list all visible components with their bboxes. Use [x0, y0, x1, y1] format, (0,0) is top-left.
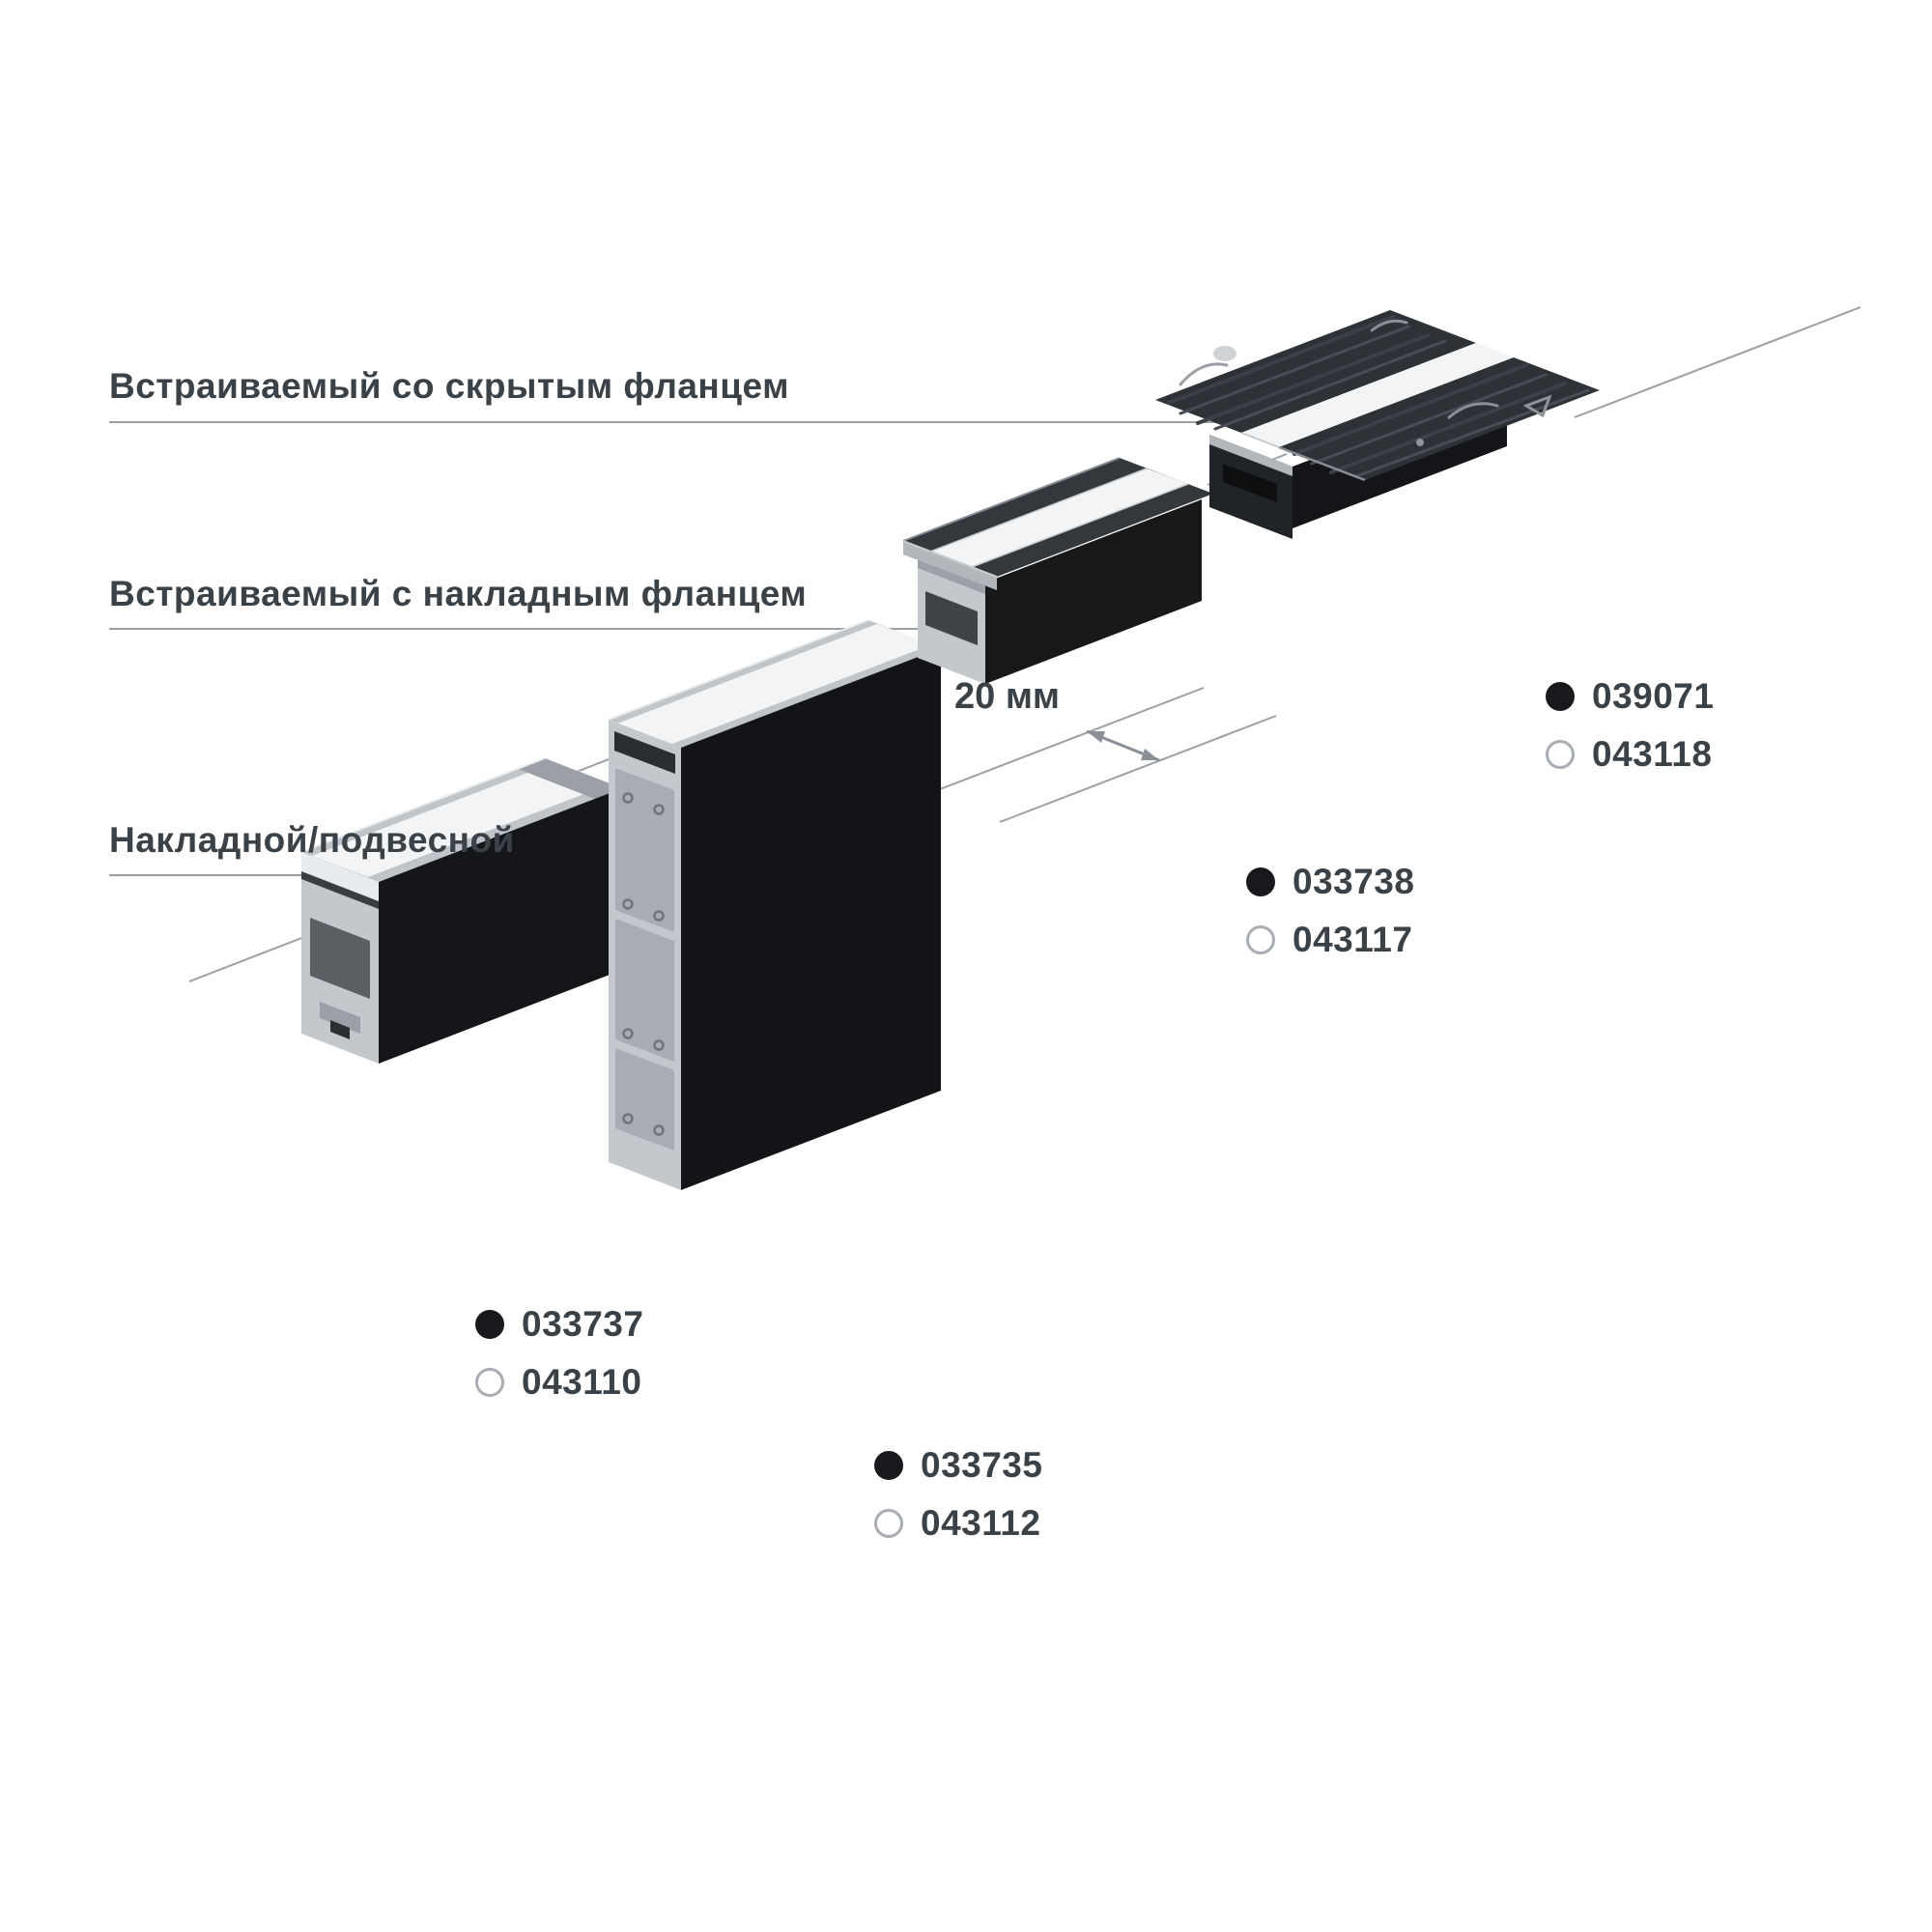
arrowhead-right-icon — [1141, 749, 1159, 760]
p1-mount-slot — [330, 1020, 350, 1039]
p1-edge-highlight — [300, 757, 546, 853]
article-row: 033737 — [475, 1304, 643, 1345]
white-variant-dot-icon — [874, 1509, 903, 1538]
p1-cavity — [310, 918, 370, 999]
p2-diffuser — [617, 624, 932, 744]
p1-end-cap — [518, 758, 622, 799]
article-row: 043118 — [1546, 734, 1714, 775]
dimension-arrow — [1086, 729, 1160, 762]
p3-flange-edge-highlight — [902, 457, 1121, 542]
article-code: 033735 — [921, 1445, 1043, 1485]
p2-screw-bosses — [622, 792, 665, 1136]
white-variant-dot-icon — [1546, 740, 1575, 769]
black-variant-dot-icon — [1546, 682, 1575, 711]
p1-body-side — [379, 788, 622, 1064]
p3-body-side — [985, 499, 1202, 684]
p4-panel-dot-mark — [1416, 439, 1424, 446]
p4-diffuser — [1241, 343, 1514, 447]
article-code: 033737 — [522, 1304, 644, 1344]
p2-shelf-1 — [615, 910, 674, 941]
p4-ceiling-panel-front — [1279, 357, 1600, 480]
article-code: 043117 — [1293, 920, 1413, 959]
white-variant-dot-icon — [475, 1368, 504, 1397]
article-row: 043110 — [475, 1362, 643, 1403]
article-code: 043118 — [1592, 734, 1713, 774]
black-variant-dot-icon — [1246, 867, 1275, 896]
p1-diffuser-seat — [301, 871, 379, 909]
black-variant-dot-icon — [475, 1310, 504, 1339]
p4-diffuser-end-edge — [1240, 432, 1280, 448]
p2-body-side — [681, 648, 941, 1190]
category-label-surface-flange: Встраиваемый с накладным фланцем — [109, 574, 808, 613]
article-row: 039071 — [1546, 676, 1714, 717]
article-group-flange-profile: 033738 043117 — [1246, 862, 1414, 960]
black-variant-dot-icon — [874, 1451, 903, 1480]
article-row: 033738 — [1246, 862, 1414, 902]
article-row: 033735 — [874, 1445, 1042, 1486]
axis-line-tail-right — [1574, 306, 1861, 418]
p1-mount-channel — [320, 1002, 360, 1034]
article-code: 033738 — [1293, 862, 1415, 901]
article-group-hidden-flange-profile: 039071 043118 — [1546, 676, 1714, 775]
p4-ceiling-panel-back — [1155, 310, 1476, 433]
article-row: 043112 — [874, 1503, 1042, 1544]
p4-cross-top — [1209, 435, 1293, 476]
p2-diffuser-seat — [614, 731, 675, 774]
p3-diffuser-edge-2 — [971, 483, 1189, 568]
p3-front-top-edge — [902, 540, 998, 578]
profile-surface-mounted — [300, 757, 622, 1064]
article-code: 039071 — [1592, 676, 1715, 716]
profile-tall-surface-mounted — [608, 619, 941, 1190]
p3-cavity — [925, 591, 978, 645]
category-label-hidden-flange: Встраиваемый со скрытым фланцем — [109, 366, 789, 406]
article-code: 043112 — [921, 1503, 1041, 1543]
p2-shelf-2 — [615, 1039, 674, 1070]
article-code: 043110 — [522, 1362, 642, 1402]
dimension-extension-line-2 — [999, 715, 1277, 823]
p1-diffuser-end — [301, 852, 379, 901]
category-label-surface-suspended: Накладной/подвесной — [109, 820, 515, 860]
p4-cavity — [1223, 464, 1277, 502]
p3-flange-edge — [903, 541, 997, 590]
p3-diffuser-edge-1 — [929, 468, 1148, 553]
profile-recessed-surface-flange — [902, 457, 1213, 684]
white-variant-dot-icon — [1246, 925, 1275, 954]
p4-back-panel-texture — [1167, 315, 1447, 431]
dimension-extension-line-1 — [926, 687, 1205, 795]
p1-diffuser — [312, 762, 611, 877]
p4-panel-cut-edge — [1278, 445, 1366, 482]
article-row: 043117 — [1246, 920, 1414, 960]
profile-recessed-hidden-flange — [1155, 310, 1600, 539]
p2-cavity — [615, 768, 674, 1151]
p2-edge-highlight — [608, 619, 869, 721]
p3-diffuser — [930, 469, 1188, 567]
p4-front-panel-texture — [1293, 363, 1590, 478]
article-group-surface-profile: 033737 043110 — [475, 1304, 643, 1403]
article-group-tall-profile: 033735 043112 — [874, 1445, 1042, 1544]
p4-panel-hole-mark — [1213, 346, 1236, 361]
dimension-label: 20 мм — [954, 676, 1061, 717]
axis-line-tail-left — [188, 934, 310, 982]
arrowhead-left-icon — [1087, 731, 1105, 743]
